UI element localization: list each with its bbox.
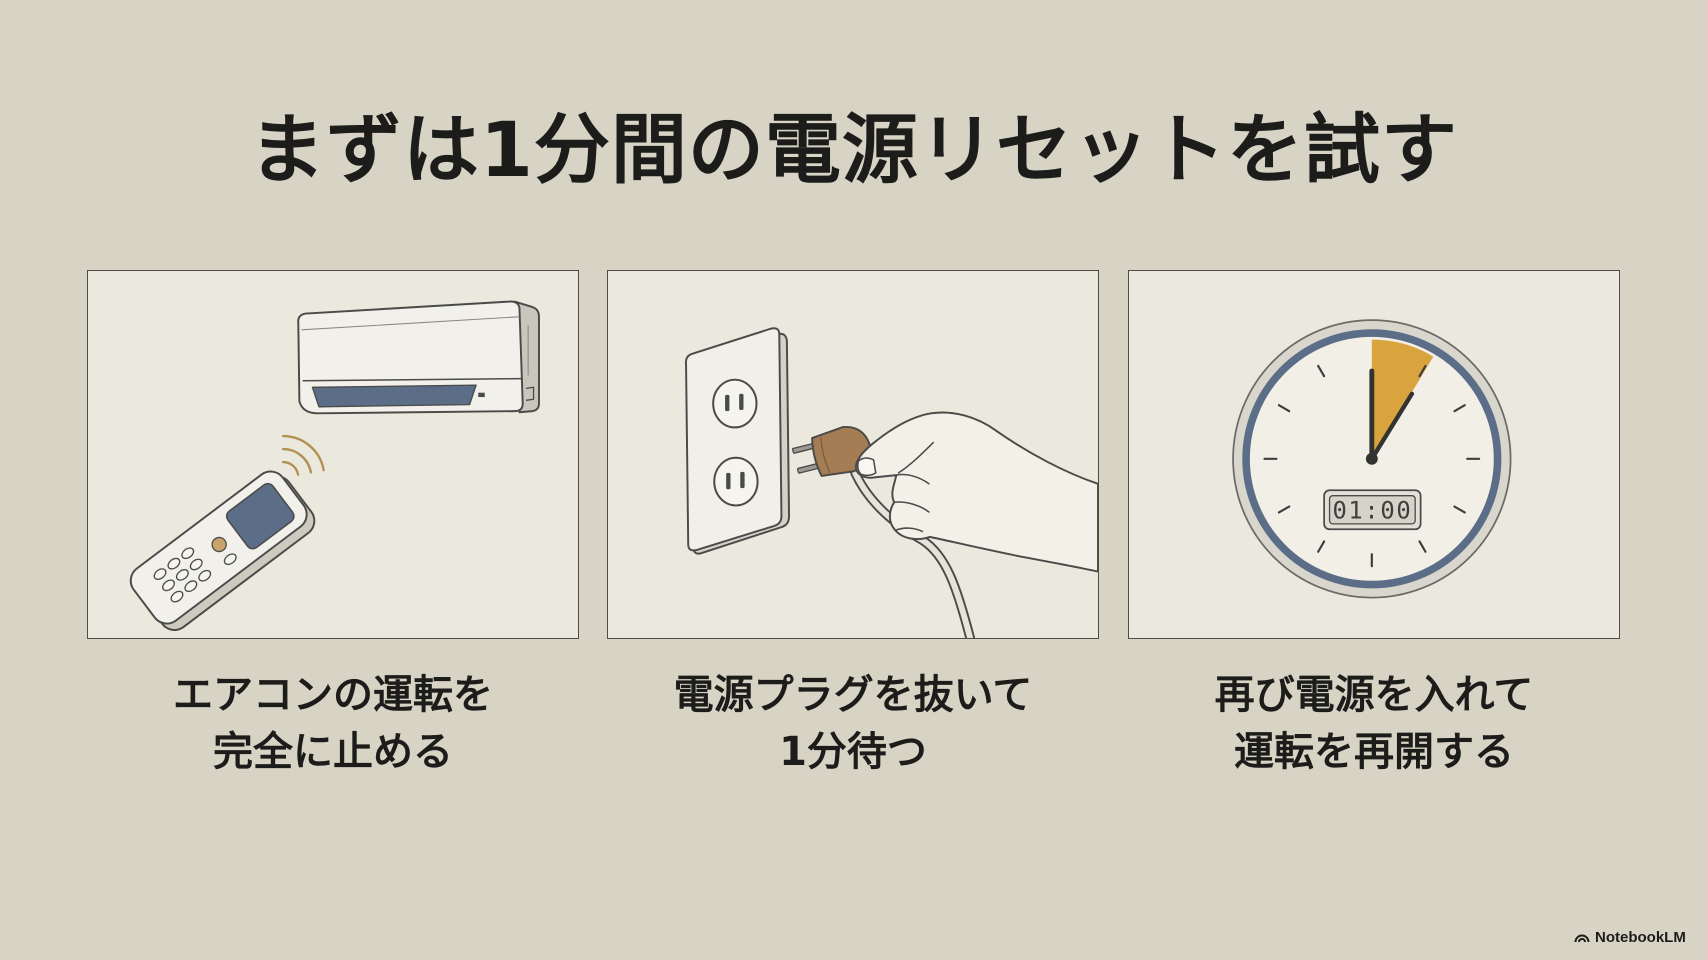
clock-tick: [1317, 540, 1326, 553]
remote-button: [223, 553, 237, 566]
step-2-caption: 電源プラグを抜いて 1分待つ: [607, 667, 1099, 781]
hand-icon: [855, 411, 1098, 573]
signal-waves-icon: [281, 434, 325, 476]
remote-button: [153, 568, 167, 580]
step-1-caption: エアコンの運転を 完全に止める: [87, 667, 579, 781]
timer-wedge-icon: [1371, 339, 1434, 459]
remote-button: [175, 569, 189, 581]
remote-button: [181, 547, 195, 560]
remote-button: [162, 579, 175, 592]
remote-control-icon: [129, 470, 316, 631]
step-3-panel: 01:00: [1128, 270, 1620, 639]
clock-tick: [1317, 364, 1326, 378]
slide-title: まずは1分間の電源リセットを試す: [249, 105, 1458, 194]
outlet-socket: [712, 378, 758, 429]
step-1-caption-line-1: エアコンの運転を: [173, 672, 493, 718]
air-conditioner-indicator-light: [478, 392, 485, 398]
outlet-socket: [713, 456, 759, 507]
step-2-panel: [607, 270, 1099, 639]
notebooklm-logo-icon: [1574, 931, 1590, 943]
remote-button: [184, 580, 198, 593]
notebooklm-brand-label: NotebookLM: [1595, 928, 1686, 946]
clock-tick: [1277, 404, 1291, 413]
clock-second-hand: [1369, 391, 1415, 462]
remote-power-button: [211, 536, 227, 553]
step-3-caption-line-1: 再び電源を入れて: [1214, 672, 1534, 718]
step-3-caption-line-2: 運転を再開する: [1234, 729, 1514, 775]
power-plug-icon: [791, 426, 871, 477]
step-2-caption-line-2: 1分待つ: [779, 729, 927, 775]
fingernail: [856, 457, 877, 477]
step-3-caption: 再び電源を入れて 運転を再開する: [1128, 667, 1620, 781]
clock-tick: [1418, 364, 1427, 378]
step-2-caption-line-1: 電源プラグを抜いて: [673, 672, 1033, 718]
step-1-panel: [87, 270, 579, 639]
wall-outlet-icon: [684, 327, 791, 555]
remote-screen: [225, 482, 295, 550]
clock-tick: [1453, 404, 1466, 413]
step-1-illustration: [129, 300, 540, 631]
step-2-illustration: [684, 327, 1098, 638]
remote-button: [198, 569, 212, 582]
clock-center-pin: [1365, 452, 1378, 465]
notebooklm-badge: NotebookLM: [1574, 926, 1686, 948]
clock-icon: 01:00: [1232, 319, 1512, 599]
digital-display-icon: 01:00: [1323, 489, 1422, 531]
air-conditioner-icon: [297, 300, 540, 415]
digital-display-text: 01:00: [1332, 496, 1412, 524]
clock-tick: [1418, 540, 1427, 553]
power-cord-icon: [850, 468, 975, 638]
clock-tick: [1453, 505, 1466, 514]
clock-tick: [1277, 505, 1291, 514]
air-conditioner-vent: [311, 384, 477, 408]
remote-button: [167, 557, 181, 570]
remote-button: [170, 590, 184, 603]
remote-button: [189, 558, 203, 571]
step-1-caption-line-2: 完全に止める: [213, 729, 453, 775]
step-3-illustration: 01:00: [1232, 319, 1512, 599]
